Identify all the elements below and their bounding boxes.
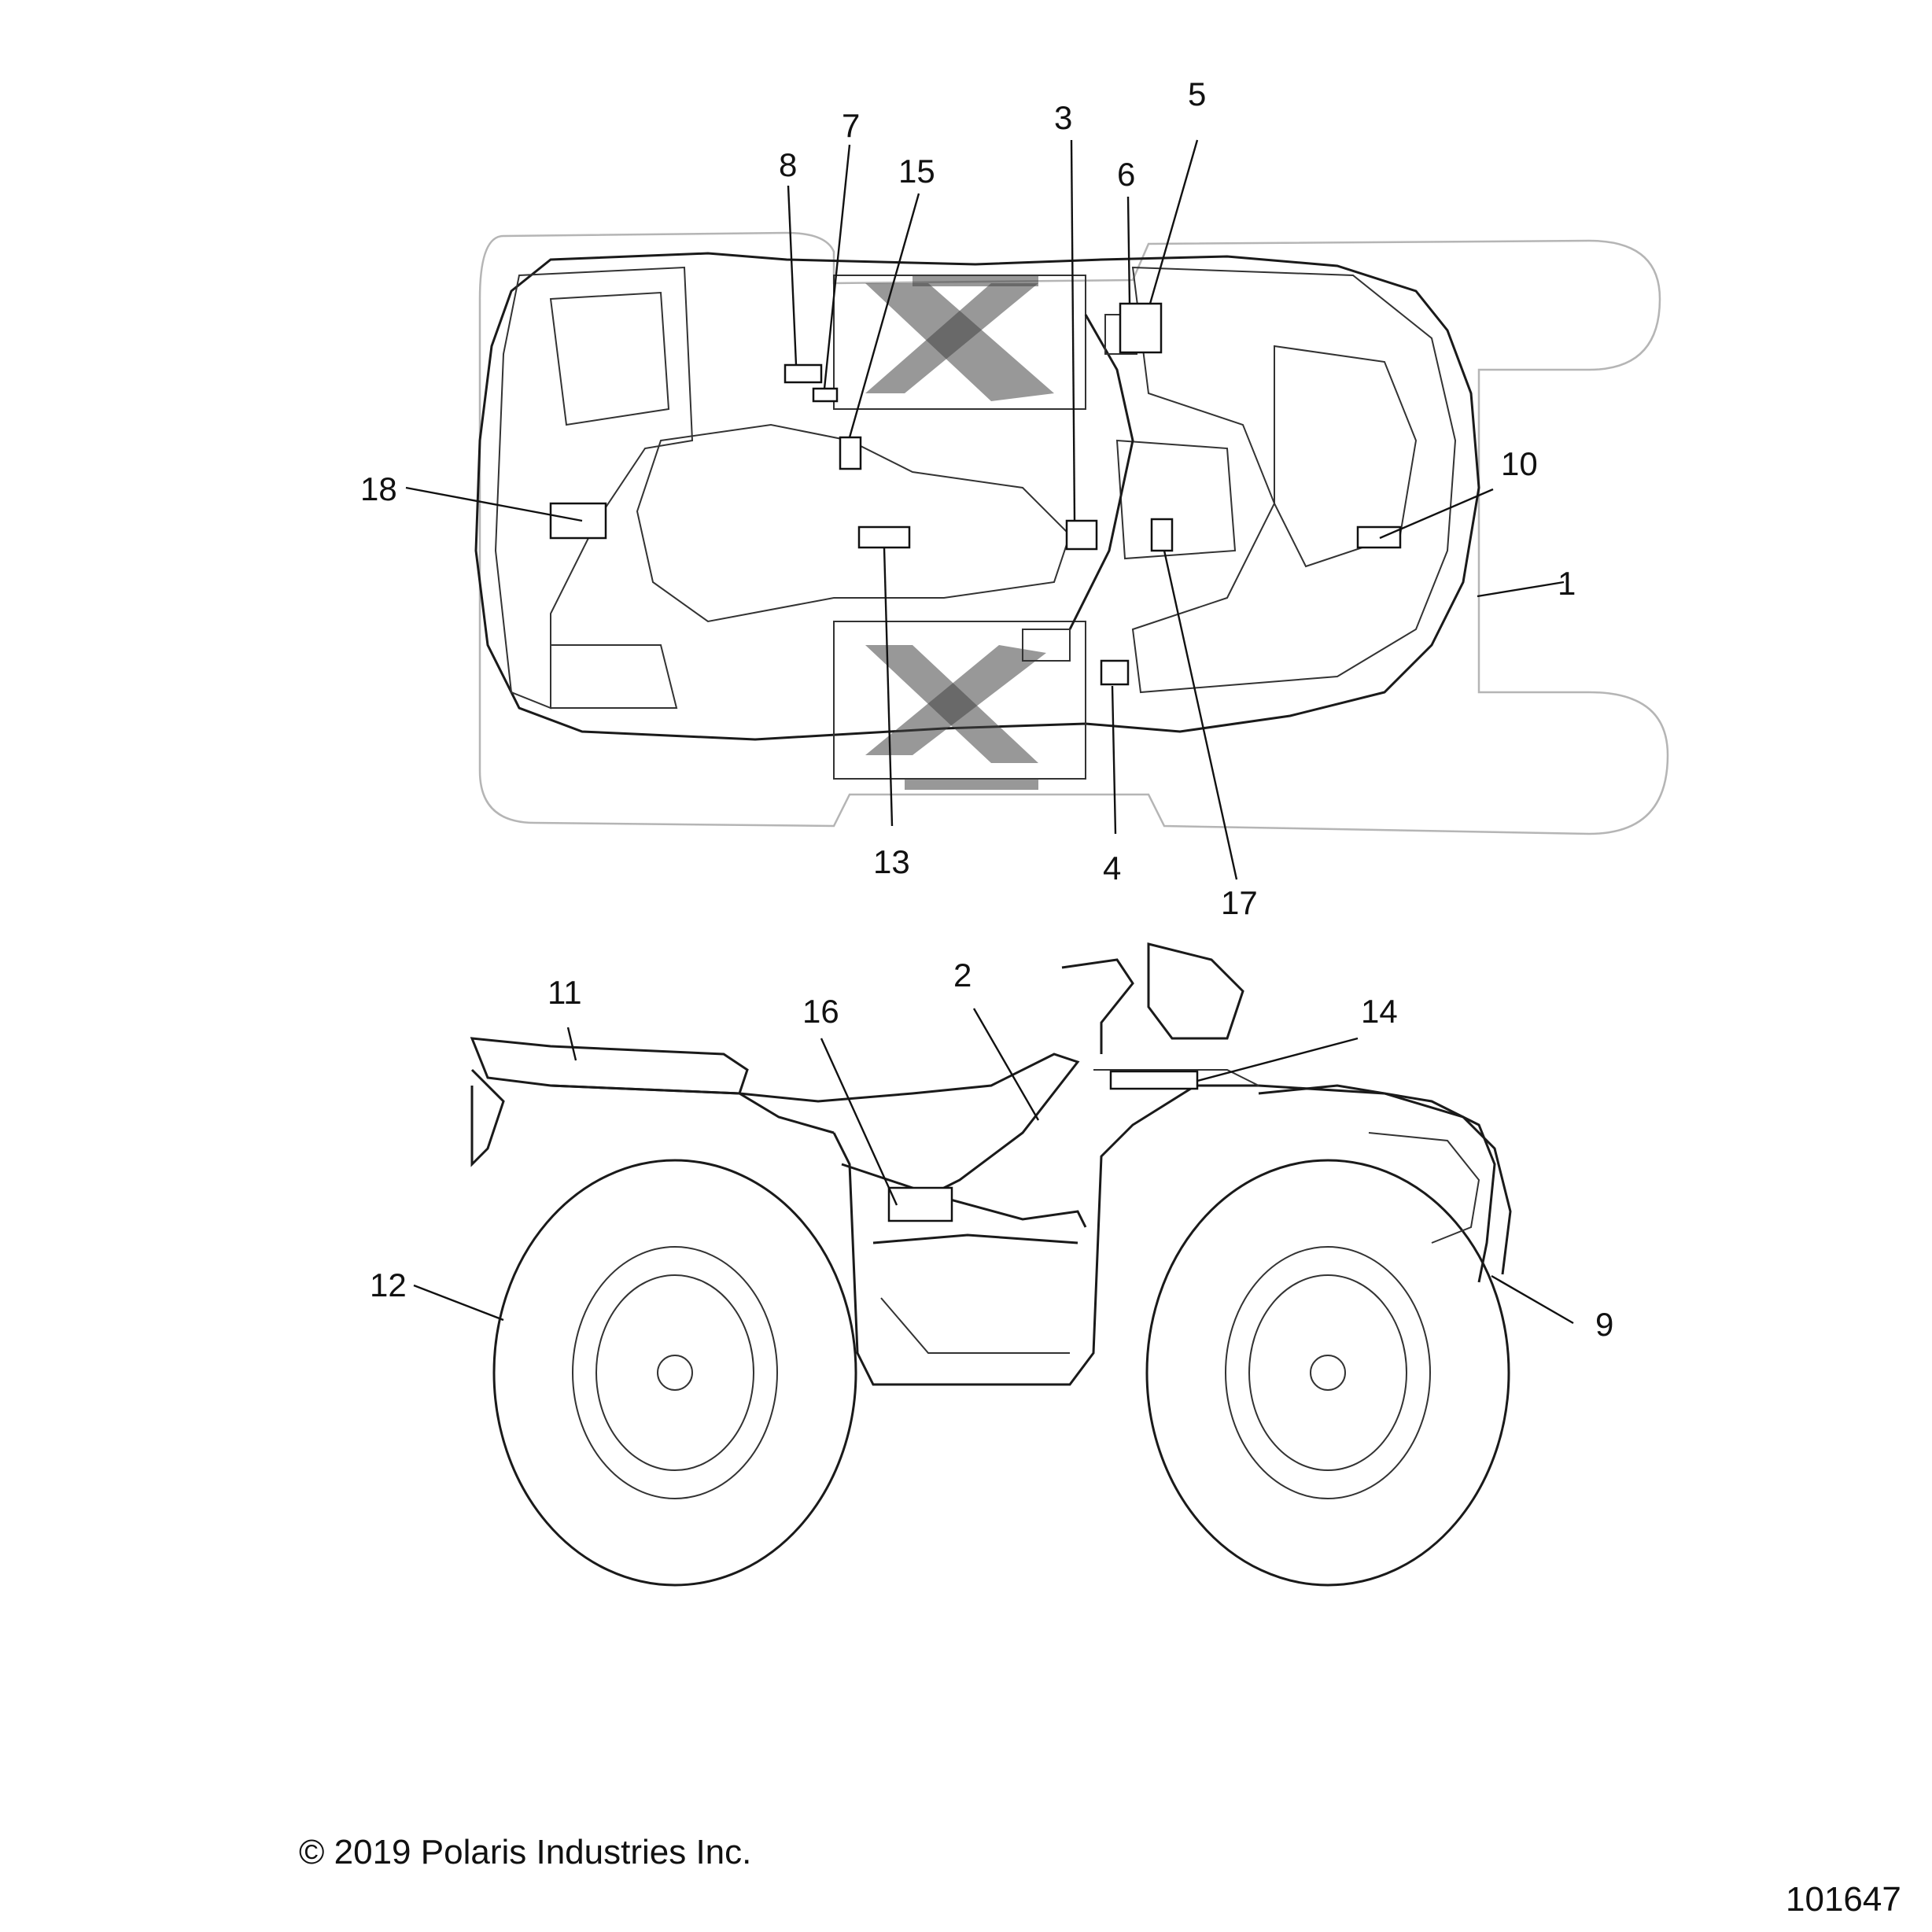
callout-9: 9 xyxy=(1595,1306,1613,1343)
figure-number: 101647 xyxy=(1786,1880,1901,1919)
leader-3 xyxy=(1070,139,1076,522)
leader-15 xyxy=(848,193,920,438)
callout-3: 3 xyxy=(1054,99,1072,136)
leader-10 xyxy=(1379,488,1494,540)
callout-14: 14 xyxy=(1361,993,1398,1030)
callout-4: 4 xyxy=(1103,850,1121,887)
decal-16 xyxy=(887,1186,953,1222)
leader-18 xyxy=(405,486,583,522)
decal-15 xyxy=(839,436,862,470)
footwell-upper xyxy=(833,275,1086,410)
callout-13: 13 xyxy=(873,843,910,880)
callout-6: 6 xyxy=(1117,156,1135,193)
leader-7 xyxy=(823,144,851,389)
decal-8 xyxy=(783,363,823,384)
leader-1 xyxy=(1477,581,1565,598)
copyright-notice: © 2019 Polaris Industries Inc. xyxy=(299,1833,752,1871)
decal-7 xyxy=(812,387,839,403)
callout-17: 17 xyxy=(1221,884,1258,921)
decal-17 xyxy=(1150,518,1174,552)
leader-14 xyxy=(1196,1037,1359,1082)
leader-16 xyxy=(820,1038,898,1206)
leader-17 xyxy=(1163,550,1238,880)
callout-11: 11 xyxy=(548,974,582,1011)
callout-12: 12 xyxy=(370,1266,407,1303)
callout-8: 8 xyxy=(779,146,797,183)
callout-10: 10 xyxy=(1501,445,1538,482)
decal-10 xyxy=(1356,525,1402,549)
decal-6 xyxy=(1119,302,1163,354)
callout-15: 15 xyxy=(898,153,935,190)
leader-12 xyxy=(413,1284,504,1322)
leader-11 xyxy=(566,1027,577,1061)
callout-1: 1 xyxy=(1558,565,1576,602)
leader-5 xyxy=(1149,139,1199,304)
decal-4 xyxy=(1100,659,1130,686)
leader-4 xyxy=(1111,685,1117,835)
rear-tire xyxy=(492,1159,857,1587)
leader-lines xyxy=(405,139,1574,1325)
footwell-lower xyxy=(833,621,1086,790)
front-tire xyxy=(1145,1159,1510,1587)
callout-2: 2 xyxy=(953,957,972,994)
atv-top-view xyxy=(474,231,1669,835)
callout-18: 18 xyxy=(360,470,397,507)
leader-2 xyxy=(972,1008,1040,1121)
leader-6 xyxy=(1126,196,1131,304)
leader-9 xyxy=(1491,1274,1574,1325)
decal-3 xyxy=(1065,519,1098,551)
decal-13 xyxy=(857,525,911,549)
callout-5: 5 xyxy=(1188,76,1206,112)
decal-14 xyxy=(1109,1070,1199,1090)
leader-13 xyxy=(883,547,894,827)
callout-7: 7 xyxy=(842,107,860,144)
callout-16: 16 xyxy=(802,993,839,1030)
callout-labels: 1 2 3 4 5 6 7 8 9 10 11 12 13 14 15 16 1… xyxy=(360,76,1613,1343)
leader-8 xyxy=(787,185,798,366)
atv-side-view xyxy=(470,942,1512,1587)
